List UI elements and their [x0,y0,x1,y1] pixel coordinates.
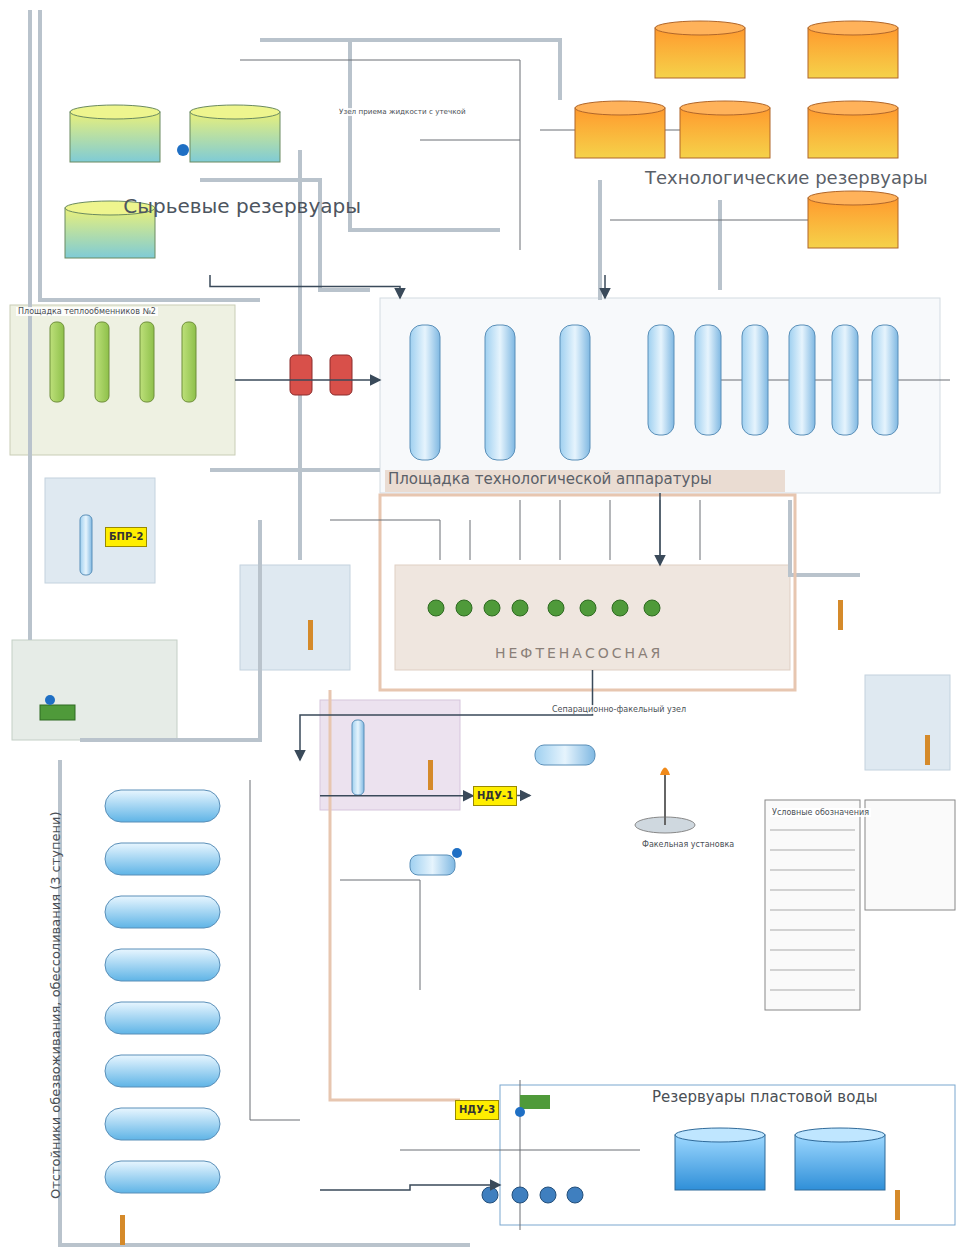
area-region: Отстойники обезвоживания, обессоливания … [45,760,320,1250]
area-title: НЕФТЕНАСОСНАЯ [495,645,663,661]
tag-label: НДУ-1 [474,787,516,805]
flow-connector [320,1185,500,1190]
area-region: Сырьевые резервуары [55,95,365,275]
tag-box: БПР-2 [105,527,147,547]
area-region: Площадка теплообменников №2 [10,305,235,455]
tag-label: НДУ-3 [456,1101,498,1119]
area-region: Технологические резервуары [565,10,960,275]
note-label: Факельная установка [640,840,736,849]
tag-label: БПР-2 [106,528,146,546]
area-region: Резервуары пластовой воды [500,1085,955,1225]
flow-connector [604,275,606,298]
area-title: Площадка технологической аппаратуры [388,471,712,488]
area-title: Сепарационно-факельный узел [550,705,688,714]
area-title: Отстойники обезвоживания, обессоливания … [49,811,64,1199]
flow-connector [300,670,593,760]
flow-connector [320,795,473,797]
area-region: Узел приема жидкости с утечкой [335,108,475,138]
flow-connector [210,275,400,298]
area-title: Узел приема жидкости с утечкой [337,108,468,116]
area-region: НЕФТЕНАСОСНАЯ [395,565,790,670]
tag-box: НДУ-1 [473,786,517,806]
flow-connector [659,493,661,565]
area-title: Резервуары пластовой воды [650,1089,880,1106]
area-title: Технологические резервуары [645,168,928,189]
area-region: Сепарационно-факельный узел [530,705,710,825]
area-region: Площадка технологической аппаратуры [380,298,940,493]
area-title: Сырьевые резервуары [123,195,361,218]
flow-connector [235,379,380,381]
note-label: Условные обозначения [770,808,871,817]
flow-connector [517,795,530,797]
area-title: Площадка теплообменников №2 [16,307,158,316]
tag-box: НДУ-3 [455,1100,499,1120]
